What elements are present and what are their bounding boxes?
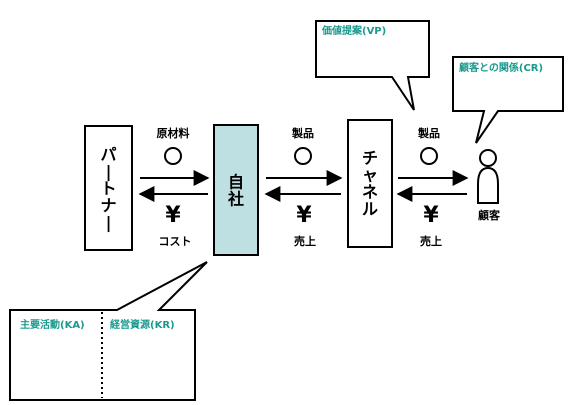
- partner-char: |: [106, 162, 112, 182]
- product-token-icon: [420, 147, 438, 165]
- flow-channel-customer: 製品 ¥ 売上: [396, 126, 469, 248]
- yen-icon: ¥: [165, 203, 181, 228]
- product-label: 製品: [291, 126, 314, 140]
- partner-char: パ: [100, 145, 116, 164]
- product-token-icon: [294, 147, 312, 165]
- partner-char: |: [106, 213, 112, 233]
- channel-box: チャネル: [347, 119, 393, 248]
- channel-label: チャネル: [362, 149, 378, 219]
- channel-char: ネ: [362, 183, 378, 202]
- cost-label: コスト: [159, 235, 192, 248]
- company-box: 自社: [213, 124, 259, 256]
- sales-label: 売上: [294, 234, 316, 248]
- flow-company-channel: 製品 ¥ 売上: [264, 126, 343, 248]
- partner-box: パ|トナ|: [84, 125, 133, 251]
- yen-icon: ¥: [296, 203, 312, 228]
- key-activities-label: 主要活動(KA): [20, 318, 85, 331]
- value-proposition-label: 価値提案(VP): [321, 24, 386, 37]
- raw-materials-label: 原材料: [157, 126, 190, 140]
- value-proposition-callout: 価値提案(VP): [315, 20, 430, 111]
- channel-char: ャ: [362, 166, 378, 185]
- key-resources-label: 経営資源(KR): [110, 318, 175, 331]
- customer-relationship-callout: 顧客との関係(CR): [452, 56, 564, 144]
- customer-relationship-label: 顧客との関係(CR): [459, 61, 543, 74]
- product-label: 製品: [417, 126, 440, 140]
- company-label: 自社: [227, 173, 244, 209]
- customer-person-icon: [477, 149, 499, 204]
- company-char: 社: [227, 190, 244, 209]
- flow-partner-company: 原材料 ¥ コスト: [138, 126, 210, 248]
- company-char: 自: [228, 173, 244, 192]
- partner-label: パ|トナ|: [100, 145, 116, 233]
- activities-resources-callout: 主要活動(KA) 経営資源(KR): [9, 261, 208, 401]
- partner-char: ナ: [100, 196, 116, 215]
- product-token-icon: [164, 147, 182, 165]
- customer-label: 顧客: [478, 208, 501, 222]
- yen-icon: ¥: [423, 203, 439, 228]
- partner-char: ト: [100, 179, 116, 198]
- sales-label: 売上: [420, 234, 442, 248]
- channel-char: チ: [362, 149, 378, 168]
- channel-char: ル: [362, 200, 378, 219]
